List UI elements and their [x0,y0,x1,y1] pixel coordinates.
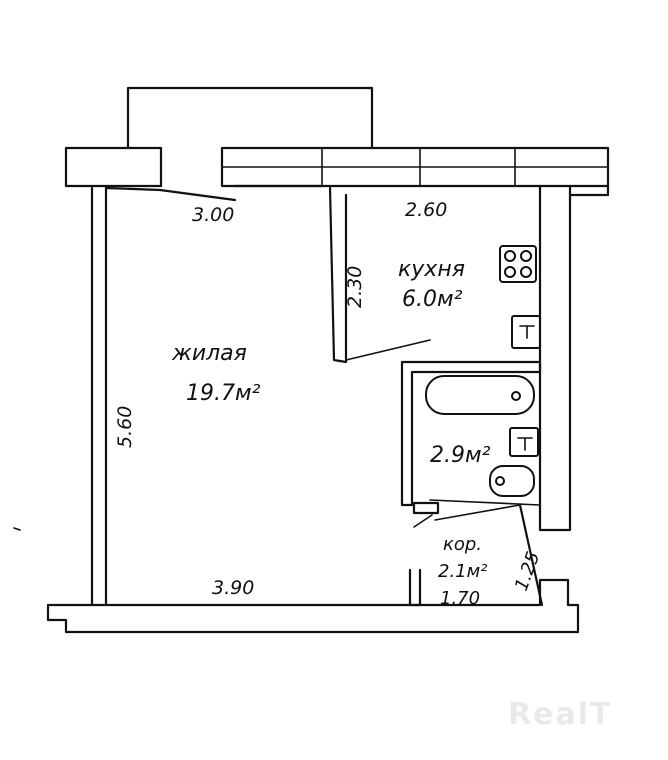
dim-top-left: 3.00 [192,204,234,226]
bathtub-icon [425,375,535,415]
bottom-wall [46,578,580,634]
dim-kitchen-width: 2.60 [405,199,447,221]
bathroom-walls [400,360,542,507]
balcony [64,86,374,188]
watermark: RealT [508,697,612,732]
left-wall [90,186,108,607]
living-top-edge [104,184,324,202]
dim-living-bottom: 3.90 [212,577,254,599]
living-room-area: 19.7м² [186,381,261,406]
kitchen-sink-icon [511,315,541,349]
bathroom-door [412,501,440,528]
margin-mark [13,527,21,531]
corridor-area: 2.1м² [438,561,487,582]
toilet-icon [489,465,535,497]
top-window-wall [220,146,610,188]
dim-living-height: 5.60 [114,406,136,448]
bathroom-area: 2.9м² [430,443,491,468]
kitchen-name: кухня [398,257,465,282]
dim-kitchen-depth: 2.30 [344,266,366,308]
stove-icon [499,245,537,283]
bathroom-sink-icon [509,427,539,457]
corridor-name: кор. [443,534,482,555]
living-room-name: жилая [171,341,247,366]
kitchen-area: 6.0м² [402,287,463,312]
kitchen-partition [328,186,431,364]
dim-corridor-width: 1.70 [440,588,480,609]
right-wall [538,184,610,532]
